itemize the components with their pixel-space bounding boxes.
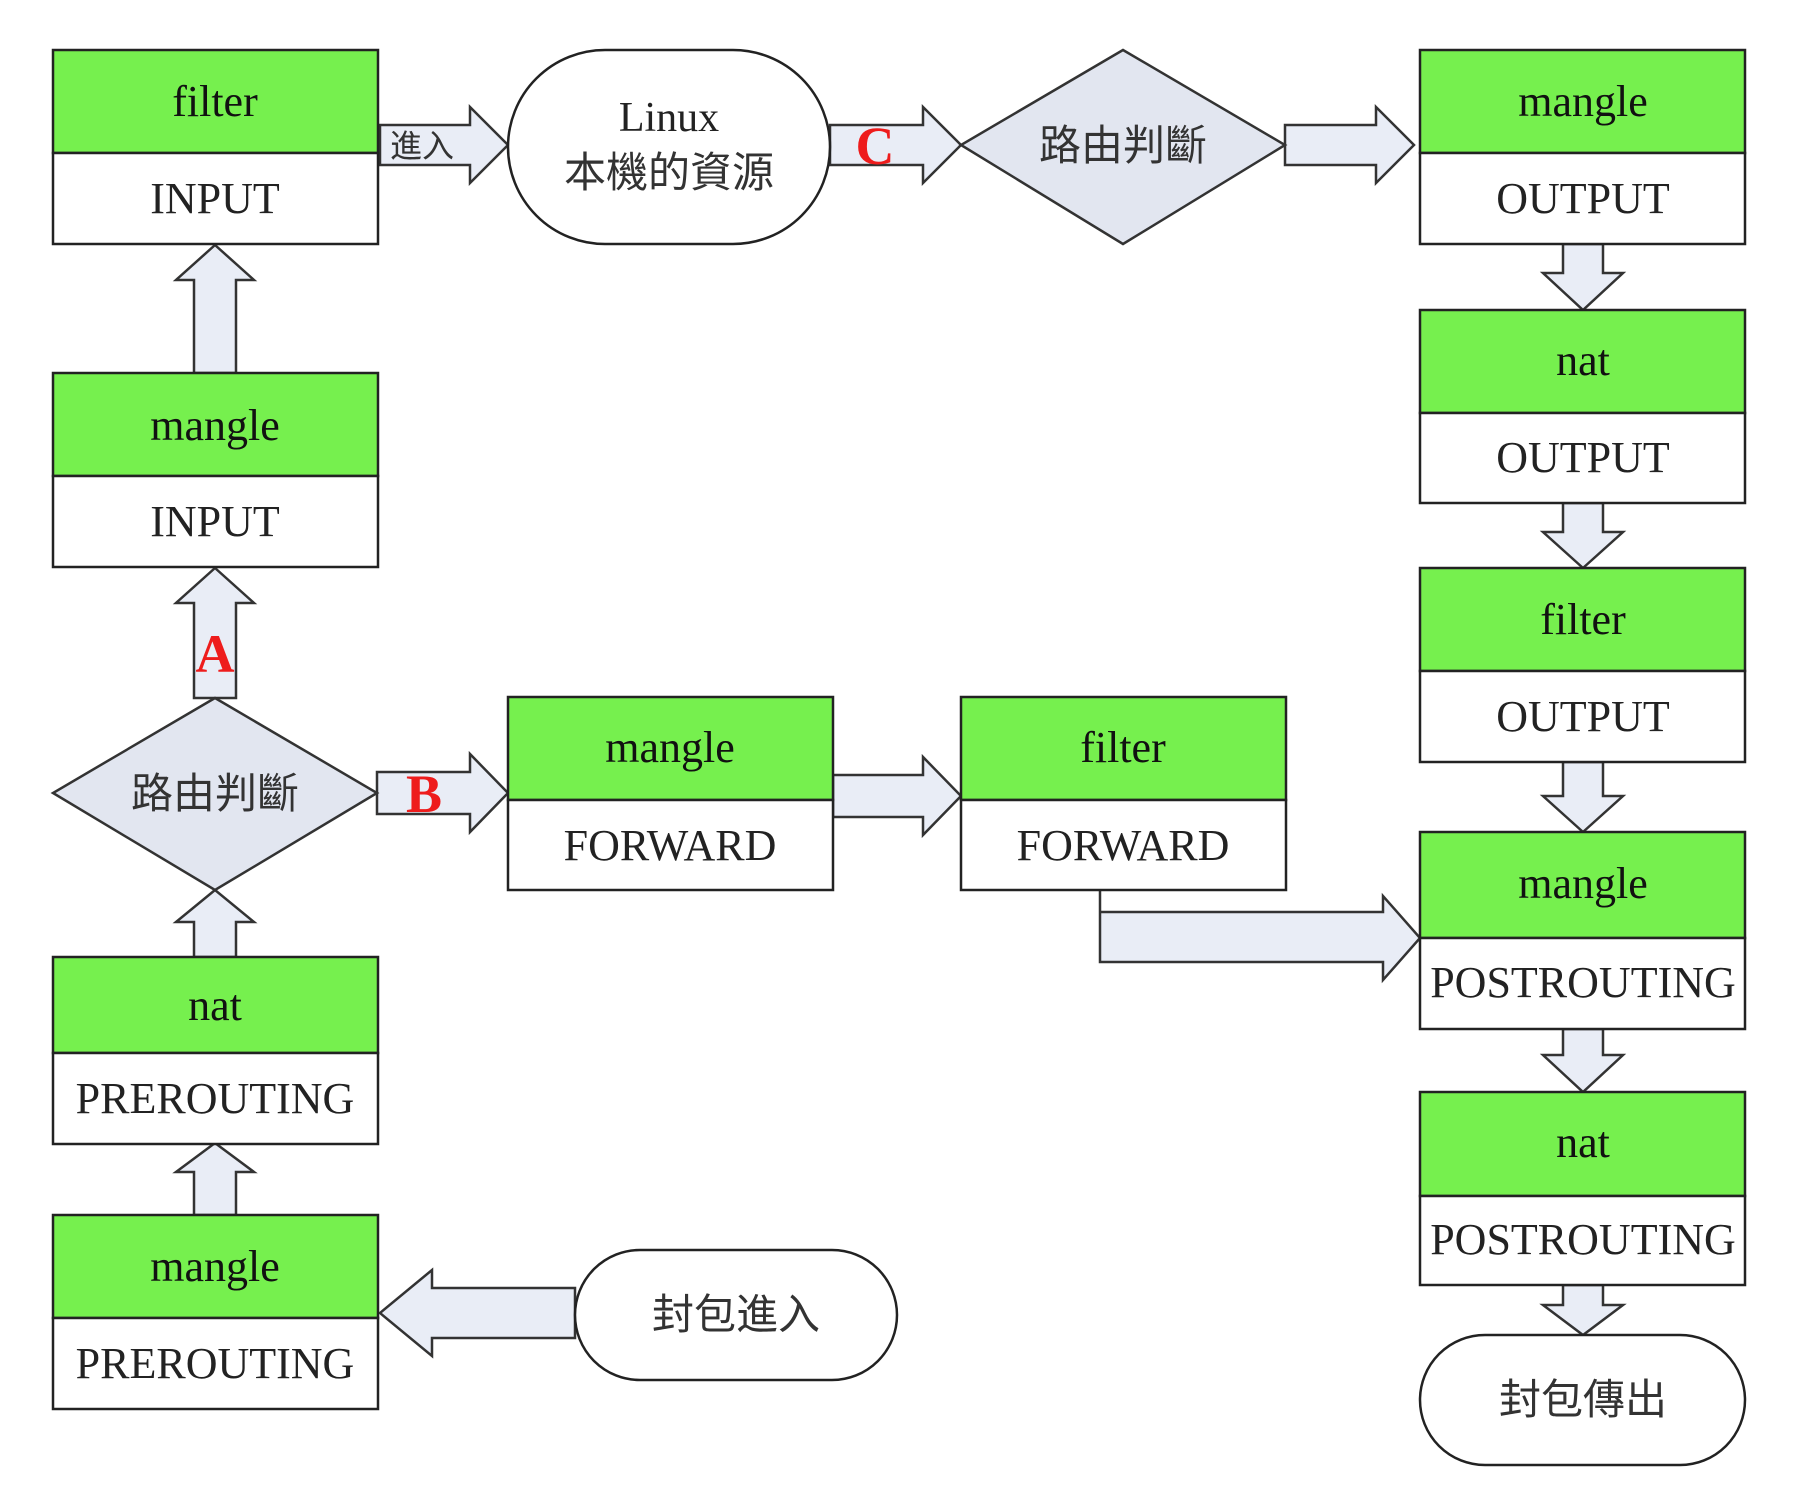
table-header xyxy=(959,695,1288,802)
table-header xyxy=(51,371,380,478)
box-output-mangle: mangle OUTPUT xyxy=(1418,48,1747,246)
table-label: mangle xyxy=(1518,77,1648,126)
arrow-prerouting-nat-to-routing xyxy=(172,888,258,959)
chain-label: INPUT xyxy=(150,497,280,546)
box-output-filter: filter OUTPUT xyxy=(1418,566,1747,764)
packet-out-label: 封包傳出 xyxy=(1499,1375,1667,1424)
arrow-forward-mangle-to-filter xyxy=(831,753,963,839)
table-header xyxy=(1418,1090,1747,1198)
packet-in-label: 封包進入 xyxy=(652,1290,820,1339)
chain-label: FORWARD xyxy=(564,821,777,870)
arrow-input-to-local xyxy=(378,103,510,187)
table-label: nat xyxy=(1556,1118,1610,1167)
arrow-packet-in-to-prerouting xyxy=(378,1267,577,1359)
table-header xyxy=(51,48,380,155)
table-header xyxy=(1418,48,1747,155)
chain-label: FORWARD xyxy=(1017,821,1230,870)
marker-c: C xyxy=(856,116,895,176)
box-postrouting-nat: nat POSTROUTING xyxy=(1418,1090,1747,1287)
box-forward-mangle: mangle FORWARD xyxy=(506,695,835,892)
table-header xyxy=(1418,566,1747,673)
box-prerouting-mangle: mangle PREROUTING xyxy=(51,1213,380,1411)
chain-label: PREROUTING xyxy=(76,1339,355,1388)
table-label: mangle xyxy=(150,1242,280,1291)
box-postrouting-mangle: mangle POSTROUTING xyxy=(1418,830,1747,1031)
arrow-input-mangle-to-filter xyxy=(172,243,258,375)
table-label: mangle xyxy=(150,401,280,450)
table-label: nat xyxy=(1556,336,1610,385)
arrow-postrouting-mangle-to-nat xyxy=(1539,1027,1627,1094)
table-label: nat xyxy=(188,981,242,1030)
chain-label: INPUT xyxy=(150,174,280,223)
box-prerouting-nat: nat PREROUTING xyxy=(51,955,380,1146)
marker-a: A xyxy=(196,624,235,684)
arrow-postrouting-nat-to-out xyxy=(1539,1283,1627,1337)
arrow-prerouting-mangle-to-nat xyxy=(172,1141,258,1217)
arrow-routing-to-output xyxy=(1283,103,1416,187)
table-header xyxy=(51,1213,380,1320)
packet-out-terminal: 封包傳出 xyxy=(1418,1333,1747,1467)
table-header xyxy=(51,955,380,1055)
local-process-terminal: Linux 本機的資源 xyxy=(506,48,832,246)
arrow-routing-to-forward xyxy=(375,750,510,836)
arrow-output-mangle-to-nat xyxy=(1539,242,1627,312)
routing-decision-label: 路由判斷 xyxy=(1039,121,1207,170)
arrow-local-to-routing xyxy=(828,103,963,187)
routing-decision-2: 路由判斷 xyxy=(958,48,1288,246)
table-label: filter xyxy=(1080,723,1166,772)
packet-in-terminal: 封包進入 xyxy=(573,1248,899,1382)
arrow-output-nat-to-filter xyxy=(1539,501,1627,570)
arrow-routing-to-input xyxy=(172,566,258,700)
chain-label: POSTROUTING xyxy=(1430,958,1736,1007)
routing-decision-label: 路由判斷 xyxy=(131,769,299,818)
box-output-nat: nat OUTPUT xyxy=(1418,308,1747,505)
chain-label: OUTPUT xyxy=(1496,433,1670,482)
table-header xyxy=(506,695,835,802)
local-process-line1: Linux xyxy=(619,95,719,141)
routing-decision-1: 路由判斷 xyxy=(50,696,380,892)
chain-label: OUTPUT xyxy=(1496,174,1670,223)
arrow-output-filter-to-postrouting xyxy=(1539,760,1627,834)
box-input-filter: filter INPUT xyxy=(51,48,380,246)
table-label: mangle xyxy=(605,723,735,772)
chain-label: POSTROUTING xyxy=(1430,1215,1736,1264)
box-input-mangle: mangle INPUT xyxy=(51,371,380,569)
table-label: filter xyxy=(172,77,258,126)
box-forward-filter: filter FORWARD xyxy=(959,695,1288,892)
table-label: mangle xyxy=(1518,859,1648,908)
enter-label: 進入 xyxy=(390,127,454,165)
chain-label: PREROUTING xyxy=(76,1074,355,1123)
arrow-forward-to-postrouting xyxy=(1098,890,1422,984)
chain-label: OUTPUT xyxy=(1496,692,1670,741)
local-process-line2: 本機的資源 xyxy=(564,148,774,197)
table-label: filter xyxy=(1540,595,1626,644)
marker-b: B xyxy=(406,764,442,824)
